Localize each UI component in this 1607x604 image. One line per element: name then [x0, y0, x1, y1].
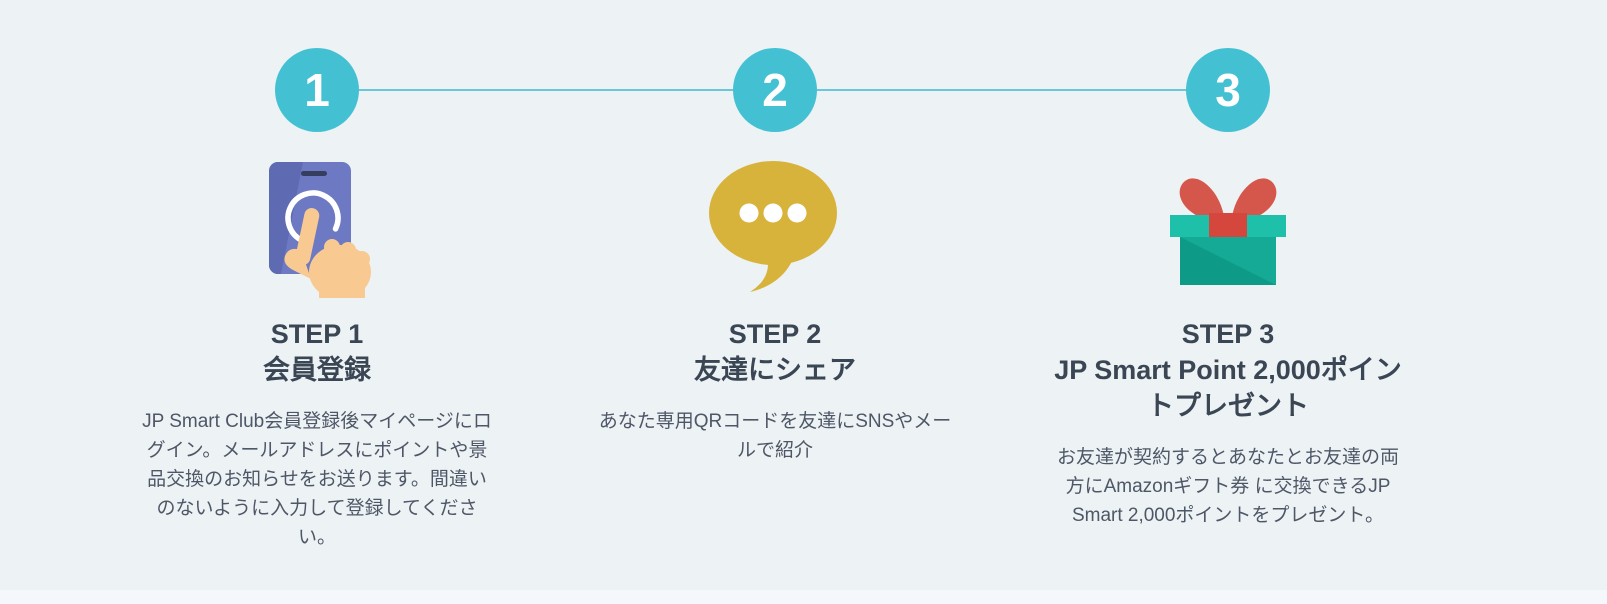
step-heading: STEP 2 友達にシェア: [694, 316, 856, 388]
step-number-badge: 2: [733, 48, 817, 132]
speech-bubble-icon: [700, 132, 850, 316]
step-column-2: 2 STEP 2 友達にシェア あなた専用QRコードを友達にSNSやメールで紹介: [575, 48, 975, 465]
step-number-badge: 3: [1186, 48, 1270, 132]
step-label: STEP 3: [1181, 319, 1275, 349]
step-number: 2: [762, 64, 788, 116]
step-description: JP Smart Club会員登録後マイページにログイン。メールアドレスにポイン…: [142, 411, 492, 548]
section-bottom-edge: [0, 590, 1607, 604]
gift-icon-svg: [1170, 178, 1286, 285]
step-number: 3: [1215, 64, 1241, 116]
touch-phone-icon-svg: [269, 162, 371, 298]
step-description: あなた専用QRコードを友達にSNSやメールで紹介: [598, 411, 952, 461]
step-title: 友達にシェア: [694, 355, 856, 385]
step-column-1: 1 STEP 1 会員登録: [117, 48, 517, 552]
step-heading: STEP 1 会員登録: [263, 316, 371, 388]
step-column-3: 3 STEP 3 JP Smart Point 2,000ポイントプレゼント お…: [1028, 48, 1428, 530]
step-number-badge: 1: [275, 48, 359, 132]
touch-phone-icon: [257, 132, 377, 316]
gift-icon: [1168, 132, 1288, 316]
step-title: 会員登録: [263, 355, 371, 385]
step-heading: STEP 3 JP Smart Point 2,000ポイントプレゼント: [1052, 316, 1404, 424]
step-label: STEP 1: [270, 319, 364, 349]
speech-bubble-icon-svg: [709, 161, 837, 292]
step-number: 1: [304, 64, 330, 116]
step-title: JP Smart Point 2,000ポイントプレゼント: [1054, 355, 1402, 421]
step-label: STEP 2: [728, 319, 822, 349]
step-description: お友達が契約するとあなたとお友達の両方にAmazonギフト券 に交換できるJP …: [1056, 447, 1399, 526]
